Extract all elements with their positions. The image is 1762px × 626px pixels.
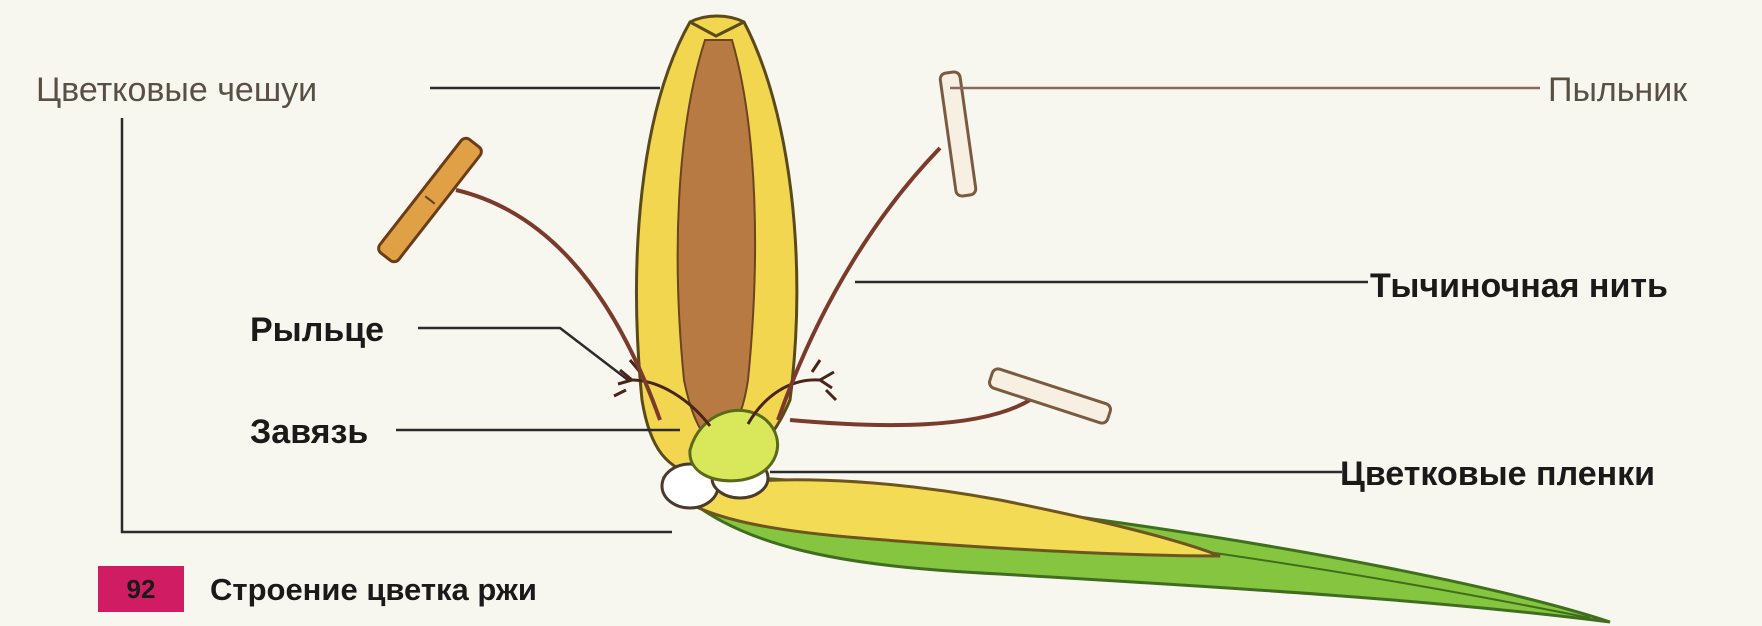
figure-number-badge: 92 [98,566,184,612]
label-ovary: Завязь [250,412,368,452]
label-anther: Пыльник [1548,70,1687,110]
label-filament: Тычиночная нить [1370,266,1668,306]
glume-upright [637,16,797,476]
label-stigma: Рыльце [250,310,384,350]
label-glumes: Цветковые чешуи [36,70,317,110]
figure-caption: Строение цветка ржи [210,570,537,610]
label-lodicules: Цветковые пленки [1340,454,1655,494]
